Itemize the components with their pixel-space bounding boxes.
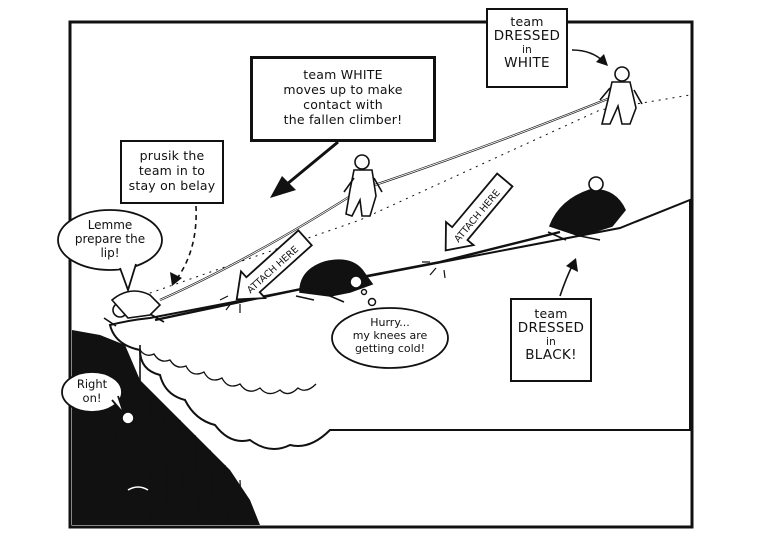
lip-bubble-line2: prepare the: [74, 232, 146, 246]
fallen-pack: [121, 482, 155, 510]
prusik-label: prusik the team in to stay on belay: [120, 140, 224, 204]
team-white-top-line4: WHITE: [504, 55, 550, 71]
team-white-lip-climber: [103, 290, 165, 327]
team-black-right-climber: [547, 176, 626, 241]
team-black-middle-climber: [295, 259, 374, 303]
arrow-prusik: [175, 205, 197, 281]
arrow-prusik-head: [170, 272, 182, 286]
team-white-moves-label: team WHITE moves up to make contact with…: [250, 56, 436, 142]
arrow-team-black-head: [566, 258, 578, 272]
team-black-line2: DRESSED: [517, 320, 585, 336]
fallen-climber: [99, 411, 157, 472]
lip-bubble-tail: [119, 263, 137, 293]
prusik-line3: stay on belay: [128, 178, 216, 193]
team-black-label: team DRESSED in BLACK!: [510, 298, 592, 382]
hurry-line2: my knees are: [352, 329, 428, 342]
hurry-bubble: Hurry... my knees are getting cold!: [336, 316, 444, 355]
team-white-middle-climber: [343, 154, 383, 217]
upper-slope-line: [129, 94, 691, 301]
right-on-bubble-tail: [111, 395, 125, 415]
team-white-top-climber: [599, 66, 643, 125]
hurry-bubble-outline: [331, 307, 449, 369]
hurry-bubble-dot2: [360, 288, 368, 296]
team-white-moves-line2: moves up to make: [283, 82, 403, 97]
team-white-top-label: team DRESSED in WHITE: [486, 8, 568, 88]
team-white-top-line1: team: [510, 14, 544, 29]
lip-bubble-line3: lip!: [100, 246, 120, 260]
arrow-team-white-top-head: [596, 54, 608, 66]
team-white-moves-line1: team WHITE: [303, 67, 383, 82]
hurry-bubble-dot1: [367, 297, 377, 307]
right-on-line1: Right: [76, 377, 108, 391]
hurry-line1: Hurry...: [370, 316, 410, 329]
right-on-line2: on!: [82, 391, 102, 405]
arrow-team-white-moves-head: [270, 176, 296, 198]
prusik-line2: team in to: [138, 163, 206, 178]
right-on-bubble-outline: [61, 371, 123, 413]
snow-lip-scallops: [139, 349, 317, 395]
team-white-top-line2: DRESSED: [493, 28, 561, 44]
team-black-line4: BLACK!: [525, 347, 577, 363]
crevasse-hatching: [149, 400, 243, 526]
right-on-bubble: Right on!: [64, 377, 120, 405]
rope-to-fallen-climber: [139, 345, 143, 421]
attach-sparkles: [219, 261, 446, 313]
team-white-moves-line4: the fallen climber!: [283, 112, 403, 127]
team-white-moves-line3: contact with: [303, 97, 383, 112]
lip-bubble-line1: Lemme: [87, 218, 133, 232]
prusik-line1: prusik the: [139, 148, 205, 163]
lip-bubble-outline: [57, 209, 163, 271]
rope-black-team: [154, 230, 561, 322]
team-black-line3: in: [546, 336, 556, 348]
team-black-line1: team: [534, 306, 568, 321]
lip-bubble: Lemme prepare the lip!: [62, 218, 158, 260]
team-white-top-line3: in: [522, 44, 532, 56]
hurry-line3: getting cold!: [354, 342, 426, 355]
